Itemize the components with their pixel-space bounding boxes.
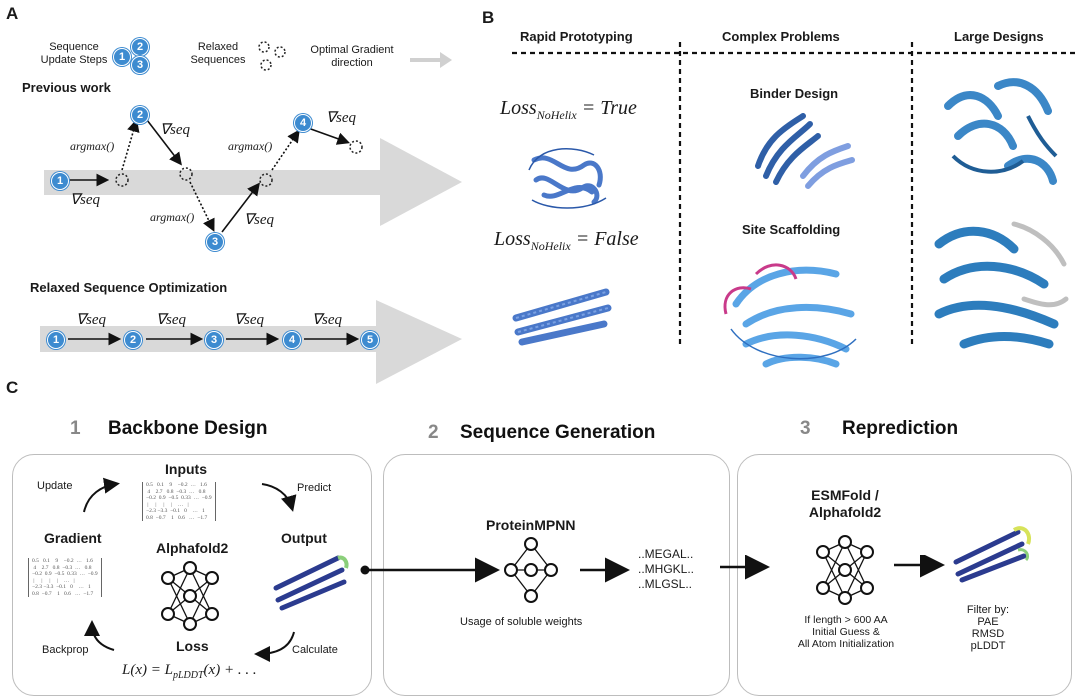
protein-binder [755, 113, 855, 189]
alphafold-network-icon [161, 561, 219, 631]
soluble-weights-label: Usage of soluble weights [460, 616, 583, 628]
legend-relaxed-label: Relaxed Sequences [190, 41, 246, 66]
step2-num: 2 [428, 422, 439, 443]
predict-label: Predict [297, 482, 332, 494]
header-complex: Complex Problems [722, 29, 840, 44]
step1-num: 1 [70, 418, 81, 439]
panel-b-grid [512, 42, 1078, 345]
relaxed-label-1: ∇seq [76, 312, 107, 328]
panel-c-letter: C [6, 378, 19, 397]
reprediction-box [737, 454, 1072, 696]
relaxed-sequences-icon [258, 41, 286, 71]
prev-label-grad-2: ∇seq [160, 122, 191, 138]
sequence-2: ..MHGKL.. [638, 562, 695, 576]
output-label: Output [281, 530, 327, 546]
loss-false-eq: LossNoHelix = False [494, 228, 639, 253]
relaxed-label-4: ∇seq [312, 312, 343, 328]
legend-steps-label: Sequence Update Steps [40, 41, 108, 66]
prev-label-argmax-3: argmax() [228, 139, 273, 153]
legend-step-2: 2 [131, 38, 149, 56]
binder-title: Binder Design [750, 86, 839, 101]
protein-large-2 [934, 221, 1069, 349]
esmfold-label: ESMFold / Alphafold2 [808, 487, 882, 520]
esmfold-network-icon [816, 535, 874, 605]
protein-scaffold [723, 263, 857, 368]
step1-title: Backbone Design [108, 418, 268, 439]
relaxed-label-2: ∇seq [156, 312, 187, 328]
backbone-design-box [12, 454, 372, 696]
sequence-3: ..MLGSL.. [638, 577, 693, 591]
legend-step-3: 3 [131, 56, 149, 74]
backprop-label: Backprop [42, 644, 89, 656]
relaxed-step-3: 3 [205, 331, 223, 349]
prev-step-2: 2 [131, 106, 149, 124]
previous-work-title: Previous work [22, 80, 111, 95]
panel-a-letter: A [6, 4, 19, 23]
loss-equation: L(x) = LpLDDT(x) + . . . [122, 662, 257, 681]
prev-step-3: 3 [206, 233, 224, 251]
relaxed-step-1: 1 [47, 331, 65, 349]
protein-nohelix-true [528, 148, 607, 209]
prev-label-argmax-2: argmax() [150, 210, 195, 224]
relaxed-title: Relaxed Sequence Optimization [30, 280, 228, 295]
repredicted-protein-icon [953, 526, 1031, 583]
loss-true-eq: LossNoHelix = True [500, 97, 637, 122]
previous-work-diagram [44, 118, 462, 233]
step3-title: Reprediction [842, 418, 959, 439]
prev-label-grad-4: ∇seq [326, 110, 357, 126]
calculate-label: Calculate [292, 644, 338, 656]
relaxed-step-4: 4 [283, 331, 301, 349]
gradient-matrix: 0.5 0.1 9 −0.2 … 1.6 4 2.7 0.8 −0.3 … 0.… [28, 558, 102, 597]
filter-arrow [894, 555, 945, 578]
gradient-direction-icon [410, 52, 452, 68]
proteinmpnn-network-icon [504, 537, 558, 603]
step2-title: Sequence Generation [460, 422, 656, 443]
sequence-list: ..MEGAL.. ..MHGKL.. ..MLGSL.. [638, 547, 694, 592]
relaxed-step-5: 5 [361, 331, 379, 349]
inputs-matrix: 0.5 0.1 9 −0.2 … 1.6 4 2.7 0.8 −0.3 … 0.… [142, 482, 216, 521]
gradient-label: Gradient [44, 530, 102, 546]
filter-criteria: Filter by: PAE RMSD pLDDT [966, 604, 1010, 652]
pipeline-arrows [360, 555, 770, 583]
sequence-1: ..MEGAL.. [638, 547, 694, 561]
update-label: Update [37, 480, 73, 492]
scaffold-title: Site Scaffolding [742, 222, 841, 237]
proteinmpnn-label: ProteinMPNN [486, 517, 576, 533]
relaxed-label-3: ∇seq [234, 312, 265, 328]
step3-num: 3 [800, 418, 811, 439]
protein-nohelix-false [512, 288, 612, 346]
protein-large-1 [944, 78, 1058, 185]
prev-step-4: 4 [294, 114, 312, 132]
prev-label-grad-3: ∇seq [244, 212, 275, 228]
sequence-generation-box [383, 454, 730, 696]
reprediction-note: If length > 600 AA Initial Guess & All A… [797, 614, 895, 650]
alphafold-label: Alphafold2 [156, 540, 229, 556]
legend-step-1: 1 [113, 48, 131, 66]
header-large: Large Designs [954, 29, 1044, 44]
prev-label-argmax-1: argmax() [70, 139, 115, 153]
cycle-arrows [83, 477, 297, 662]
prev-label-grad-1: ∇seq [70, 192, 101, 208]
inputs-label: Inputs [165, 461, 207, 477]
relaxed-step-2: 2 [124, 331, 142, 349]
prev-step-1: 1 [51, 172, 69, 190]
panel-b-letter: B [482, 8, 495, 27]
output-protein-icon [273, 555, 349, 611]
legend-gradient-label: Optimal Gradient direction [310, 44, 394, 69]
header-rapid: Rapid Prototyping [520, 29, 633, 44]
loss-label: Loss [176, 638, 209, 654]
